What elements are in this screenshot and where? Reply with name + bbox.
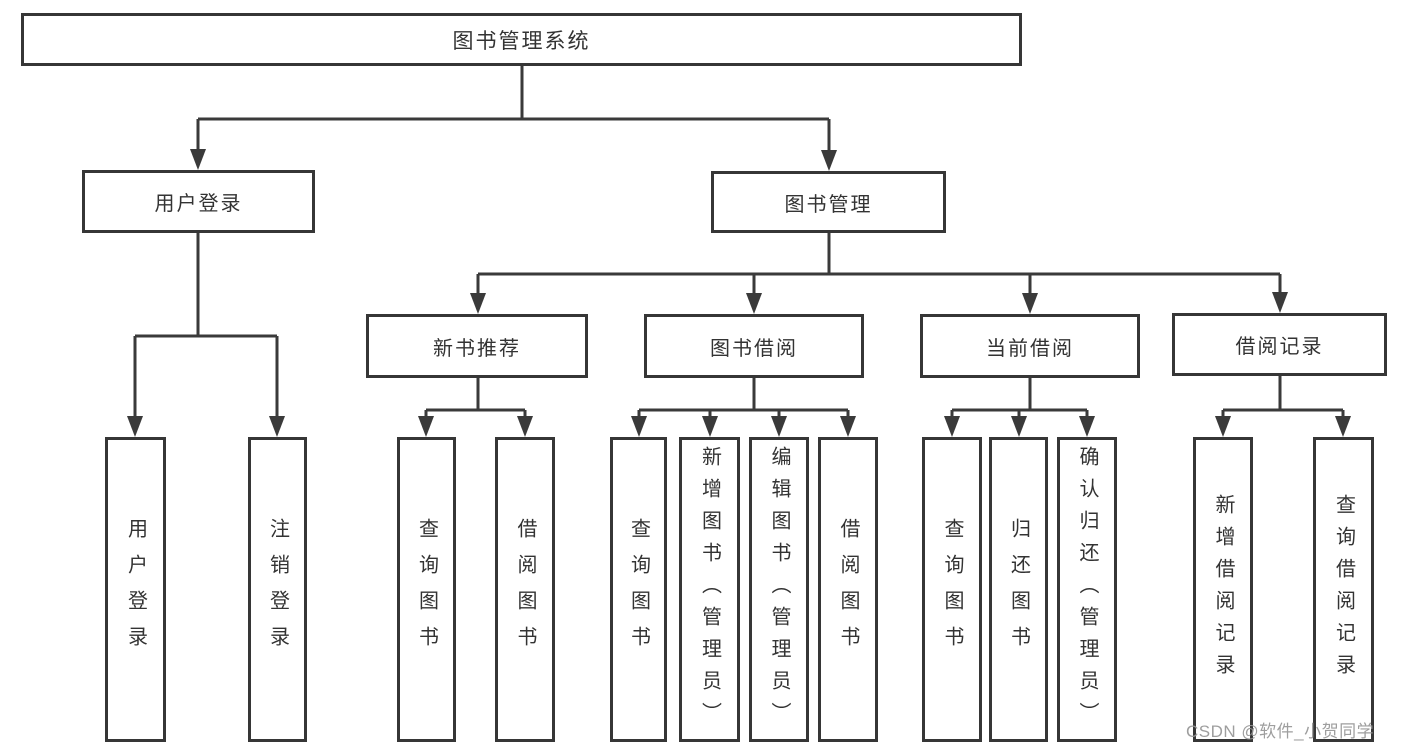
- node-user-login: 用户登录: [82, 170, 315, 233]
- connector-login-to-leaves: [133, 233, 279, 419]
- node-new-book-recommend: 新书推荐: [366, 314, 588, 378]
- node-leaf-edit-book-admin: 编辑图书（管理员）: [749, 437, 809, 742]
- node-leaf-add-book-admin: 新增图书（管理员）: [679, 437, 740, 742]
- connector-root-to-level2: [196, 65, 831, 153]
- node-leaf-add-borrow-record: 新增借阅记录: [1193, 437, 1253, 742]
- node-leaf-query-borrow-record: 查询借阅记录: [1313, 437, 1374, 742]
- connector-mgmt-to-level3: [476, 233, 1282, 296]
- node-book-borrowing: 图书借阅: [644, 314, 864, 378]
- node-book-management: 图书管理: [711, 171, 946, 233]
- node-leaf-query-books-2: 查询图书: [610, 437, 667, 742]
- node-leaf-borrow-books-1: 借阅图书: [495, 437, 555, 742]
- node-borrow-records: 借阅记录: [1172, 313, 1387, 376]
- connector-current-to-leaves: [950, 378, 1089, 419]
- connector-borrow-to-leaves: [637, 378, 850, 419]
- watermark: CSDN @软件_小贺同学: [1186, 722, 1375, 741]
- node-leaf-borrow-books-2: 借阅图书: [818, 437, 878, 742]
- node-leaf-return-books: 归还图书: [989, 437, 1048, 742]
- node-leaf-query-books-1: 查询图书: [397, 437, 456, 742]
- connector-record-to-leaves: [1221, 376, 1345, 419]
- node-library-management-system: 图书管理系统: [21, 13, 1022, 66]
- node-current-borrowing: 当前借阅: [920, 314, 1140, 378]
- node-leaf-query-books-3: 查询图书: [922, 437, 982, 742]
- node-leaf-confirm-return-admin: 确认归还（管理员）: [1057, 437, 1117, 742]
- connector-newbook-to-leaves: [424, 378, 527, 419]
- node-leaf-logout: 注销登录: [248, 437, 307, 742]
- node-leaf-user-login: 用户登录: [105, 437, 166, 742]
